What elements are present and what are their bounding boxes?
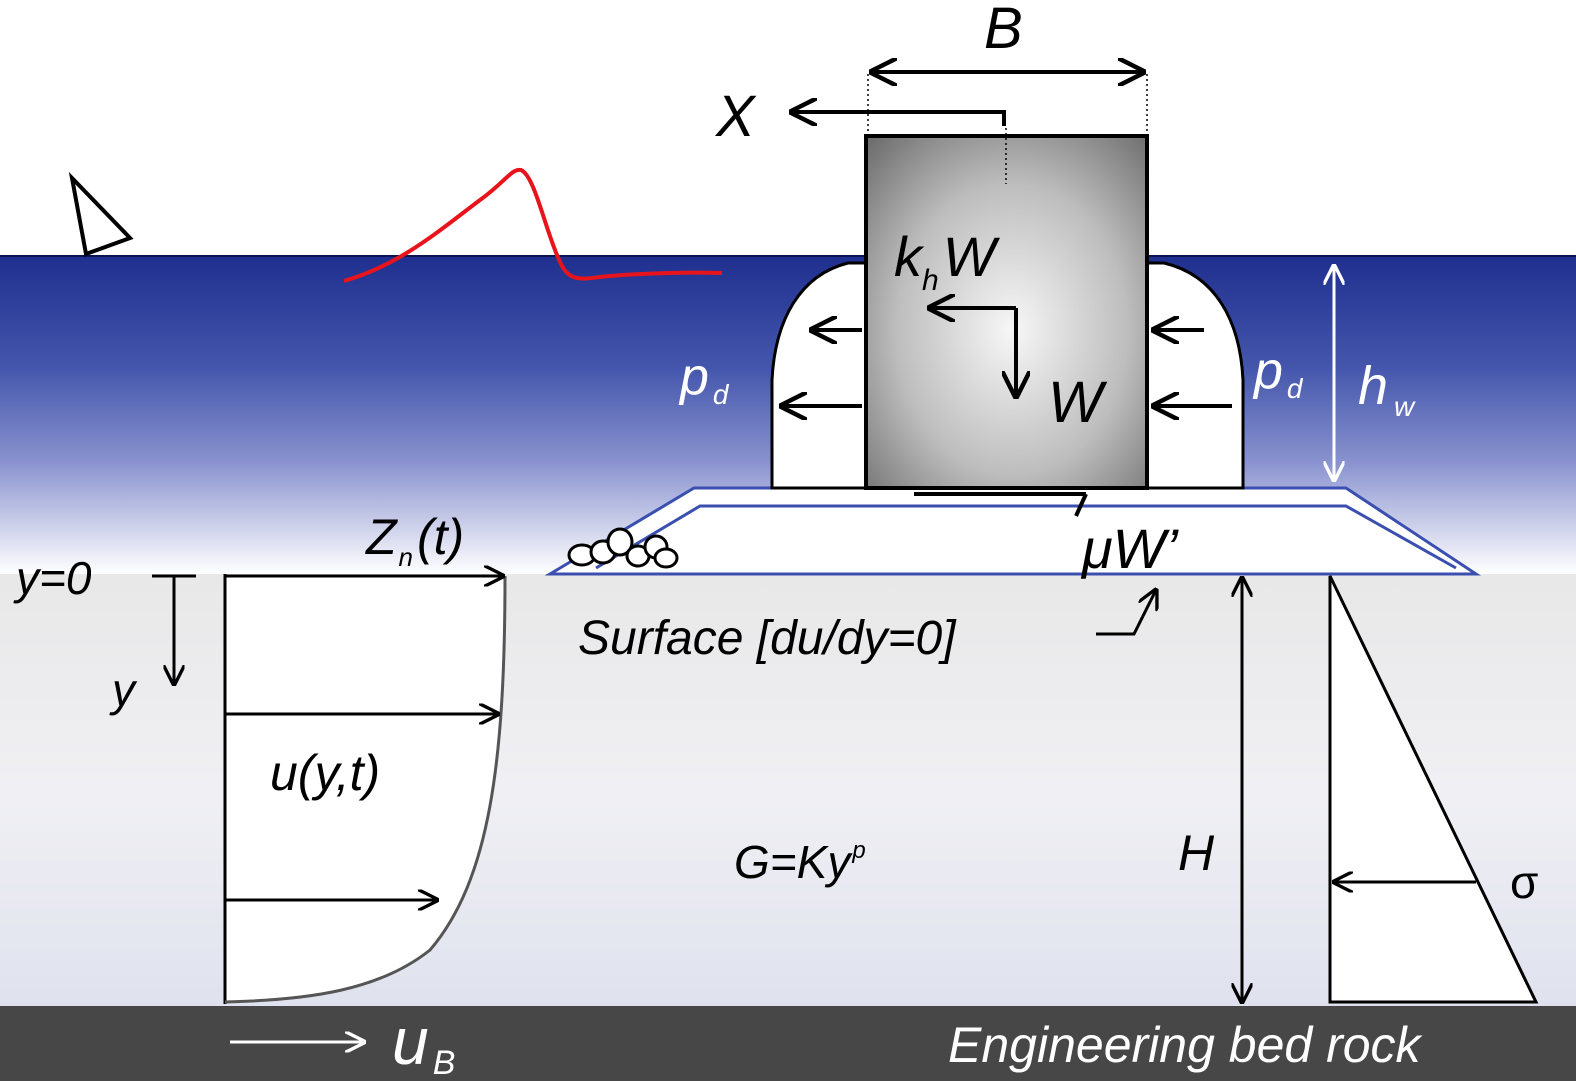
friction-hook xyxy=(1074,493,1088,517)
seismic-wave-curve xyxy=(343,167,723,283)
bedrock-label: Engineering bed rock xyxy=(948,1017,1424,1073)
rubble-stones xyxy=(567,527,679,569)
muw-label: μW’ xyxy=(1080,517,1180,580)
x-label: X xyxy=(714,84,757,149)
displacement-curve xyxy=(224,575,507,1004)
rubble-mound xyxy=(544,486,1481,576)
rubble-mound-inner-line xyxy=(595,504,1457,570)
caisson-block xyxy=(864,134,1149,490)
sigma-label: σ xyxy=(1510,856,1538,908)
u-label: u(y,t) xyxy=(270,745,380,801)
x-direction-arrow xyxy=(792,112,1006,126)
y0-label: y=0 xyxy=(13,552,92,604)
stress-triangle xyxy=(1328,575,1539,1004)
b-label: B xyxy=(984,0,1023,61)
water-level-triangle xyxy=(68,171,134,257)
g-label: G=Kyp xyxy=(734,836,866,888)
w-label: W xyxy=(1048,370,1108,435)
khw-label: khW xyxy=(894,225,1001,297)
surface-label: Surface [du/dy=0] xyxy=(578,612,957,665)
left-pressure-bulb xyxy=(770,261,866,490)
h-label: H xyxy=(1178,825,1215,881)
surface-pointer-arrow xyxy=(1096,590,1156,636)
zn-label: Zn(t) xyxy=(365,509,464,572)
y-label: y xyxy=(109,664,138,716)
